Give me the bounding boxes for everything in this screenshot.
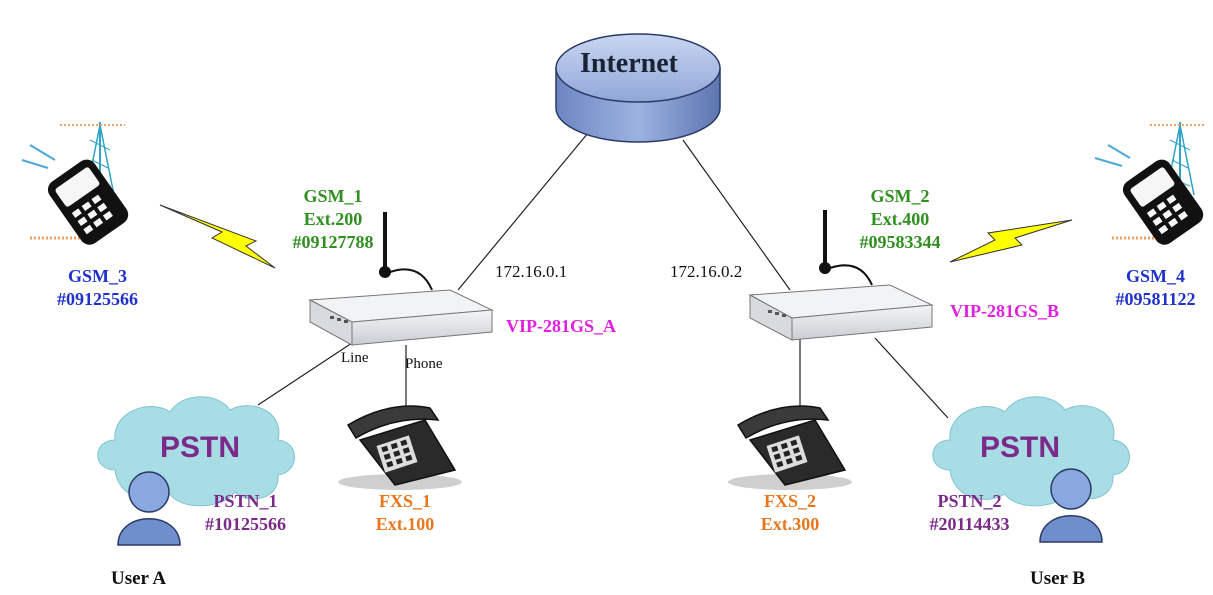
gateway-a-name: VIP-281GS_A (506, 316, 617, 336)
pstn2-label-group: PSTN_2 #20114433 (912, 490, 1027, 536)
gsm1-ext: Ext.200 (303, 209, 363, 229)
pstn1-number: #10125566 (205, 514, 286, 534)
gateway-b-ip: 172.16.0.2 (670, 262, 743, 281)
gateway-a-device-icon (308, 212, 494, 346)
fxs1-name: FXS_1 (378, 491, 431, 511)
link-internet-gateway-a (457, 132, 589, 291)
pstn-left-cloud-label: PSTN (160, 431, 241, 464)
link-internet-gateway-b (682, 139, 791, 291)
user-b-label: User B (1030, 568, 1086, 589)
telephone-fxs2-icon (728, 405, 852, 490)
gateway-a-ip: 172.16.0.1 (495, 262, 568, 281)
pstn1-label-group: PSTN_1 #10125566 (188, 490, 303, 536)
fxs1-ext: Ext.100 (375, 514, 435, 534)
gsm2-name: GSM_2 (870, 186, 930, 206)
gsm-signal-bolt-left-icon (159, 204, 276, 269)
internet-cylinder-icon (555, 33, 721, 143)
gsm3-label-group: GSM_3 #09125566 (40, 265, 155, 311)
gsm3-name: GSM_3 (67, 266, 127, 286)
gsm-signal-bolt-right-icon (949, 219, 1073, 263)
gsm2-number: #09583344 (859, 232, 941, 252)
mobile-phone-right-icon (1094, 122, 1205, 245)
gsm4-label-group: GSM_4 #09581122 (1098, 265, 1213, 311)
mobile-phone-left-icon (21, 122, 129, 245)
user-a-icon (117, 471, 181, 546)
port-line-label: Line (341, 350, 369, 366)
gsm2-label-group: GSM_2 Ext.400 #09583344 (835, 185, 965, 254)
gsm3-number: #09125566 (57, 289, 138, 309)
gsm1-number: #09127788 (292, 232, 374, 252)
link-line-pstn-a (257, 342, 353, 406)
telephone-fxs1-icon (338, 405, 462, 490)
gsm1-label-group: GSM_1 Ext.200 #09127788 (268, 185, 398, 254)
fxs1-label-group: FXS_1 Ext.100 (355, 490, 455, 536)
pstn1-name: PSTN_1 (213, 491, 278, 511)
fxs2-ext: Ext.300 (760, 514, 820, 534)
port-phone-label: Phone (405, 356, 443, 372)
gsm4-number: #09581122 (1115, 289, 1196, 309)
pstn-right-cloud-label: PSTN (980, 431, 1061, 464)
fxs2-name: FXS_2 (763, 491, 816, 511)
gateway-b-name: VIP-281GS_B (950, 301, 1060, 321)
pstn2-name: PSTN_2 (937, 491, 1002, 511)
fxs2-label-group: FXS_2 Ext.300 (740, 490, 840, 536)
gsm4-name: GSM_4 (1125, 266, 1185, 286)
gateway-b-device-icon (748, 210, 934, 341)
gsm1-name: GSM_1 (303, 186, 363, 206)
user-a-label: User A (111, 568, 167, 589)
gsm2-ext: Ext.400 (870, 209, 930, 229)
internet-label: Internet (580, 48, 678, 79)
link-pstn-gateway-b (874, 337, 949, 419)
pstn2-number: #20114433 (929, 514, 1010, 534)
user-b-icon (1039, 468, 1103, 543)
